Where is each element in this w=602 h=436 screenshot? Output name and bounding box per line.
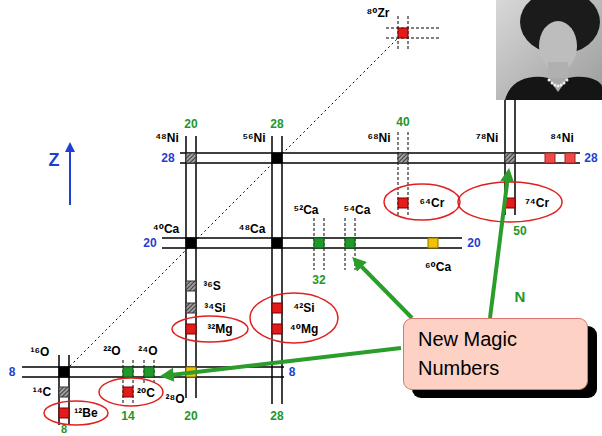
nuclide-label: ⁴²Si	[293, 302, 314, 314]
nuclide-label: ⁴⁰Mg	[290, 323, 319, 335]
neutron-magic-number: 14	[121, 410, 134, 422]
z-axis-arrow	[69, 150, 71, 205]
nuclide-label: ²⁴O	[138, 345, 157, 357]
photo-neckline	[548, 78, 568, 92]
neutron-magic-number: 28	[270, 410, 283, 422]
portrait-photo	[496, 0, 602, 100]
neutron-magic-number: 20	[184, 118, 197, 130]
axis-label: N	[515, 289, 526, 304]
neutron-magic-number: 40	[396, 116, 409, 128]
nuclide-label: ²⁰C	[137, 387, 155, 399]
nuclide-label: ³²Mg	[207, 323, 232, 335]
proton-magic-number: 28	[161, 152, 174, 164]
proton-magic-number: 28	[584, 152, 597, 164]
nuclide-label: ⁷⁸Ni	[476, 132, 499, 144]
nuclide-label: ³⁴Si	[204, 302, 225, 314]
nuclide-label: ⁷⁴Cr	[525, 197, 549, 209]
nuclide-label: ¹²Be	[74, 407, 97, 419]
axis-label: Z	[49, 151, 60, 169]
photo-pearls	[548, 79, 569, 88]
nuclide-label: ¹⁶O	[31, 346, 50, 358]
proton-magic-number: 20	[143, 237, 156, 249]
nuclide-label: ⁴⁸Ni	[155, 132, 179, 144]
nuclide-label: ²²O	[103, 345, 120, 357]
nuclide-label: ⁸⁰Zr	[367, 7, 390, 19]
proton-magic-number: 8	[289, 366, 296, 378]
neutron-magic-number: 28	[270, 118, 283, 130]
nuclide-label: ⁶⁸Ni	[367, 132, 390, 144]
proton-magic-number: 20	[467, 237, 480, 249]
nuclide-label: ⁵⁴Ca	[344, 204, 371, 216]
callout-text: New Magic Numbers	[418, 325, 573, 383]
neutron-magic-number: 20	[184, 410, 197, 422]
dashed-magic-lines	[123, 16, 440, 405]
neutron-magic-number: 8	[61, 424, 67, 435]
callout-box: New Magic Numbers	[403, 318, 588, 390]
neutron-magic-number: 50	[513, 225, 526, 237]
nuclide-label: ⁶⁴Cr	[420, 197, 445, 209]
nuclide-squares	[59, 28, 575, 418]
neutron-magic-number: 32	[312, 274, 325, 286]
nuclide-label: ⁶⁰Ca	[425, 261, 451, 273]
nuclide-label: ¹⁴C	[33, 386, 52, 398]
nuclide-label: ³⁶S	[203, 280, 221, 292]
nuclide-label: ⁴⁰Ca	[153, 223, 180, 235]
n-equals-z-line	[70, 38, 398, 366]
nuclide-label: ²⁸O	[165, 393, 184, 405]
proton-magic-number: 8	[9, 366, 16, 378]
nuclide-label: ⁵²Ca	[294, 204, 319, 216]
photo-clothes	[505, 77, 602, 100]
nuclide-label: ⁸⁴Ni	[550, 132, 574, 144]
nuclide-label: ⁵⁶Ni	[242, 132, 265, 144]
nuclide-label: ⁴⁸Ca	[239, 223, 266, 235]
